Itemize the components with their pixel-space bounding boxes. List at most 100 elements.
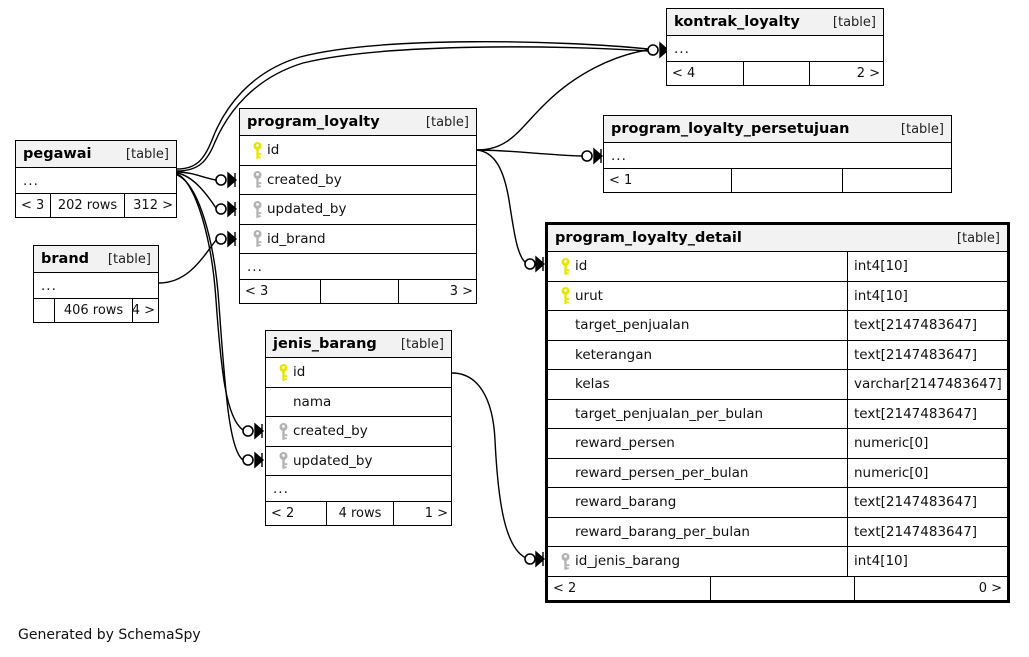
table-type-tag-brand: [table]: [107, 251, 151, 267]
table-footer-left-count-brand: [34, 299, 54, 322]
column-name-cell: urut: [548, 287, 847, 305]
hidden-columns-ellipsis-kontrak_loyalty: ...: [667, 36, 883, 62]
table-type-tag-pegawai: [table]: [125, 146, 169, 162]
key-icon-yellow: [247, 141, 267, 159]
column-label: created_by: [267, 171, 342, 188]
column-row-created_by[interactable]: created_by: [240, 166, 476, 195]
column-label: reward_barang: [575, 494, 677, 511]
table-title-program_loyalty: program_loyalty: [247, 114, 380, 130]
table-header-program_loyalty_persetujuan[interactable]: program_loyalty_persetujuan[table]: [604, 116, 951, 143]
column-label: target_penjualan_per_bulan: [575, 405, 764, 422]
column-row-nama[interactable]: nama: [266, 388, 451, 417]
column-label: id: [293, 364, 306, 381]
table-footer-row-count-program_loyalty_persetujuan: [731, 169, 842, 192]
edge-pegawai-program-loyalty-created-by: [176, 171, 217, 181]
column-label: id: [267, 142, 280, 159]
table-header-pegawai[interactable]: pegawai [table]: [16, 141, 176, 168]
table-footer-row-count-jenis_barang: 4 rows: [326, 502, 393, 525]
key-icon-gray: [273, 452, 293, 470]
column-label: reward_persen_per_bulan: [575, 464, 749, 481]
column-label: id_brand: [267, 230, 326, 247]
key-icon-gray: [273, 422, 293, 440]
table-header-program_loyalty_detail[interactable]: program_loyalty_detail[table]: [548, 225, 1007, 252]
key-icon-gray: [555, 552, 575, 570]
edge-brand-program-loyalty-id-brand: [158, 239, 217, 284]
table-footer-row-count-pegawai: 202 rows: [50, 194, 124, 217]
column-name-cell: kelas: [548, 376, 847, 392]
table-header-program_loyalty[interactable]: program_loyalty[table]: [240, 109, 476, 136]
column-row-updated_by[interactable]: updated_by: [266, 447, 451, 476]
table-title-pegawai: pegawai: [23, 146, 92, 162]
edge-program-loyalty-detail: [476, 149, 527, 264]
column-row-created_by[interactable]: created_by: [266, 417, 451, 447]
column-type-cell: numeric[0]: [847, 458, 1007, 487]
column-name-cell: target_penjualan_per_bulan: [548, 406, 847, 422]
key-icon-yellow: [555, 287, 575, 305]
column-type-cell: varchar[2147483647]: [847, 370, 1007, 399]
column-row-updated_by[interactable]: updated_by: [240, 195, 476, 225]
table-type-tag-jenis_barang: [table]: [400, 336, 444, 352]
table-node-program_loyalty_persetujuan[interactable]: program_loyalty_persetujuan[table]...< 1: [603, 115, 952, 193]
column-name-cell: nama: [266, 394, 451, 410]
table-header-jenis_barang[interactable]: jenis_barang[table]: [266, 331, 451, 358]
table-header-brand[interactable]: brand [table]: [34, 246, 158, 273]
column-row-id[interactable]: id: [240, 136, 476, 166]
key-icon-yellow: [273, 363, 293, 381]
table-title-brand: brand: [41, 251, 90, 267]
table-columns-program_loyalty_persetujuan: ...: [604, 143, 951, 169]
table-footer-row-count-program_loyalty: [320, 280, 398, 303]
column-type-cell: text[2147483647]: [847, 517, 1007, 546]
column-row-reward_persen_per_bulan[interactable]: reward_persen_per_bulan numeric[0]: [548, 458, 1007, 488]
key-icon-gray: [247, 200, 267, 218]
table-footer-row-count-kontrak_loyalty: [743, 62, 809, 85]
column-row-id[interactable]: id: [266, 358, 451, 388]
column-name-cell: created_by: [266, 422, 451, 440]
table-title-kontrak_loyalty: kontrak_loyalty: [674, 14, 800, 30]
table-title-program_loyalty_persetujuan: program_loyalty_persetujuan: [611, 121, 850, 137]
column-name-cell: reward_barang_per_bulan: [548, 524, 847, 540]
hidden-columns-ellipsis-program_loyalty: ...: [240, 254, 476, 280]
column-type-cell: text[2147483647]: [847, 340, 1007, 369]
column-type-cell: numeric[0]: [847, 429, 1007, 458]
column-type-cell: int4[10]: [847, 281, 1007, 310]
table-footer-right-count-kontrak_loyalty: 2 >: [809, 62, 885, 85]
column-name-cell: created_by: [240, 171, 476, 189]
column-name-cell: id: [548, 257, 847, 275]
table-footer-row-count-program_loyalty_detail: [710, 576, 854, 600]
hidden-columns-ellipsis-pegawai: ...: [16, 168, 176, 194]
key-icon-yellow: [555, 257, 575, 275]
column-name-cell: id: [240, 141, 476, 159]
column-row-id_brand[interactable]: id_brand: [240, 225, 476, 254]
table-header-kontrak_loyalty[interactable]: kontrak_loyalty[table]: [667, 9, 883, 36]
column-name-cell: updated_by: [266, 452, 451, 470]
column-label: nama: [293, 393, 332, 410]
edge-jenis-barang-detail: [451, 372, 527, 559]
hidden-columns-ellipsis-program_loyalty_persetujuan: ...: [604, 143, 951, 169]
column-label: updated_by: [267, 201, 347, 218]
column-type-cell: text[2147483647]: [847, 311, 1007, 340]
table-footer-left-count-pegawai: < 3: [21, 198, 45, 213]
column-type-cell: int4[10]: [847, 547, 1007, 576]
column-label: created_by: [293, 423, 368, 440]
